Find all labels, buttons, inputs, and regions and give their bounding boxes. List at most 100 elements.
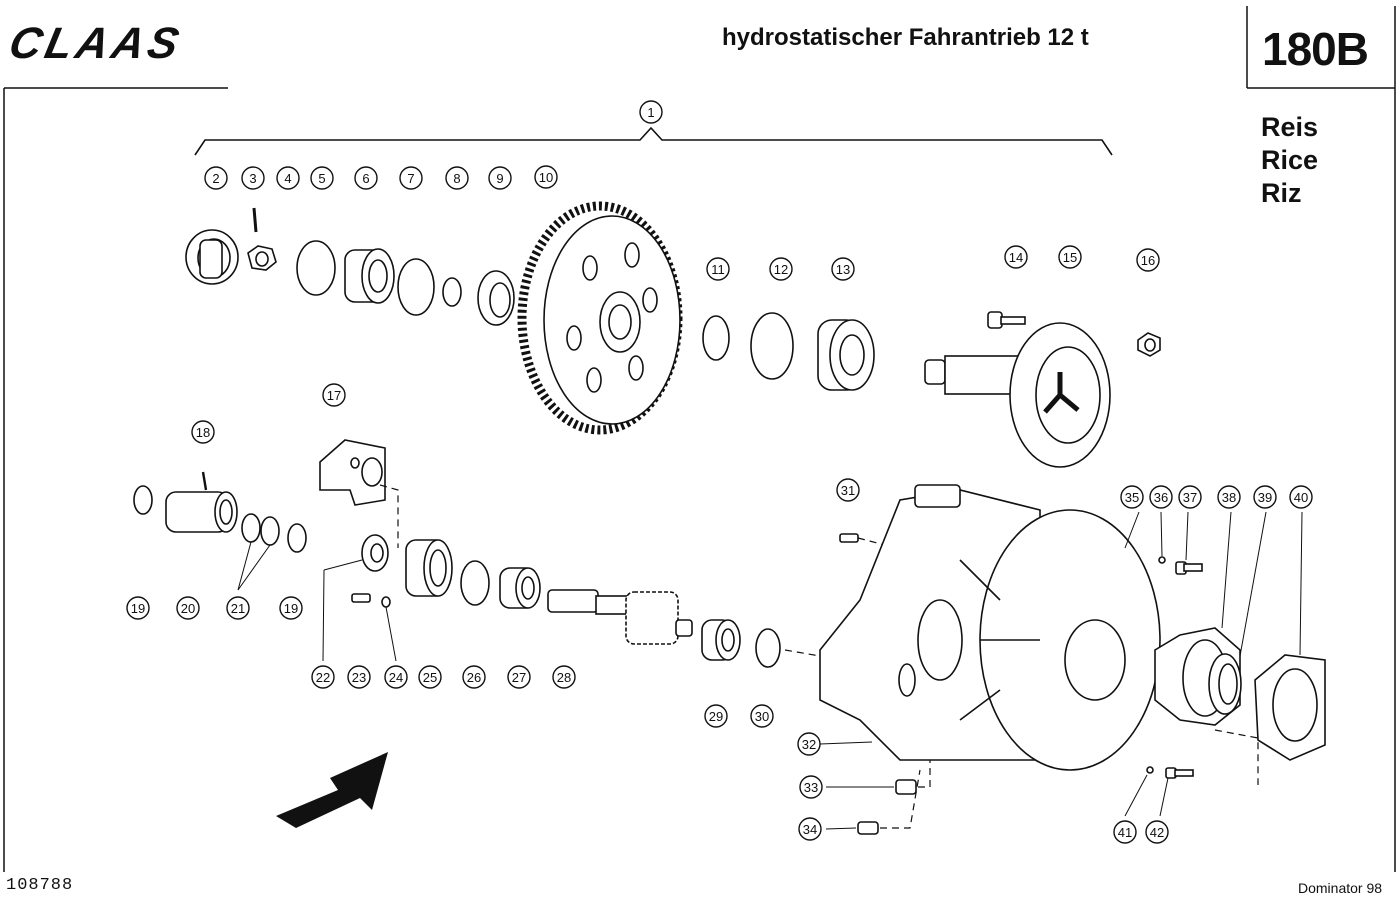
part-17-bracket [319,439,386,506]
callout-circle [1289,485,1313,509]
callout-circle [322,383,346,407]
callout-number: 3 [249,171,256,186]
callout-circle [769,257,793,281]
callout-number: 42 [1150,825,1164,840]
callout-number: 23 [352,670,366,685]
part-32-gearbox-housing [819,484,1161,771]
callout-number: 22 [316,670,330,685]
callout-32: 32 [797,732,821,756]
callout-circle [704,704,728,728]
callout-6: 6 [354,166,378,190]
part-36-washer [1158,556,1166,564]
callout-9: 9 [488,166,512,190]
callout-circle [488,166,512,190]
callout-circle [384,665,408,689]
part-39-seal [1208,653,1242,715]
callout-41: 41 [1113,820,1137,844]
part-6-bearing [344,248,395,304]
callout-circle [750,704,774,728]
machine-model: Dominator 98 [1298,880,1383,896]
part-3-pin [252,207,258,233]
callout-39: 39 [1253,485,1277,509]
callout-number: 35 [1125,490,1139,505]
callout-circle [836,478,860,502]
callout-circle [797,732,821,756]
callout-number: 25 [423,670,437,685]
callout-23: 23 [347,665,371,689]
callout-circle [347,665,371,689]
callout-number: 33 [804,780,818,795]
callout-circle [445,166,469,190]
callout-circle [462,665,486,689]
callout-number: 8 [453,171,460,186]
part-34-plug [857,821,879,835]
callout-20: 20 [176,596,200,620]
callout-circle [204,166,228,190]
callout-4: 4 [276,166,300,190]
callout-30: 30 [750,704,774,728]
callout-35: 35 [1120,485,1144,509]
callout-number: 37 [1183,490,1197,505]
part-19-circlip-left [133,485,153,515]
callout-27: 27 [507,665,531,689]
callout-circle [552,665,576,689]
callout-circle [1145,820,1169,844]
callout-number: 13 [836,262,850,277]
callout-circle [241,166,265,190]
callout-number: 12 [774,262,788,277]
callout-40: 40 [1289,485,1313,509]
callout-number: 39 [1258,490,1272,505]
page-title: hydrostatischer Fahrantrieb 12 t [722,24,1089,51]
callout-number: 15 [1063,250,1077,265]
callout-circle [507,665,531,689]
lower-parts-row [133,439,1326,835]
callout-12: 12 [769,257,793,281]
callout-circle [1178,485,1202,509]
callout-number: 7 [407,171,414,186]
callout-circle [534,165,558,189]
callout-circle [1217,485,1241,509]
callout-31: 31 [836,478,860,502]
callout-1: 1 [639,100,663,124]
callout-5: 5 [310,166,334,190]
callout-37: 37 [1178,485,1202,509]
part-41-washer [1146,766,1154,774]
assembly-brace [194,126,1113,156]
callout-19: 19 [126,596,150,620]
part-8-ring [442,277,462,307]
callout-circle [276,166,300,190]
variant-label-en: Rice [1261,145,1319,175]
part-23-bolt [351,593,371,603]
callout-circle [1058,245,1082,269]
part-29-bearing [701,619,741,661]
callout-circle [279,596,303,620]
callout-16: 16 [1136,248,1160,272]
part-31-bolt [839,533,859,543]
callout-number: 10 [539,170,553,185]
callout-11: 11 [706,257,730,281]
callout-number: 31 [841,483,855,498]
part-42-bolt [1165,767,1194,779]
callout-number: 1 [647,105,654,120]
callout-circle [1149,485,1173,509]
callout-22: 22 [311,665,335,689]
callout-circle [831,257,855,281]
callout-number: 21 [231,601,245,616]
callout-28: 28 [552,665,576,689]
part-22-seal [361,534,389,572]
part-9-seal [477,270,515,326]
leader-lines [237,511,1303,830]
part-11-circlip [702,315,730,361]
callout-circle [191,420,215,444]
callout-circle [1136,248,1160,272]
part-21-washer-b [260,516,280,546]
part-37-bolt [1175,561,1203,575]
callout-circle [1113,820,1137,844]
callout-circle [310,166,334,190]
part-13-bearing [817,319,875,391]
part-12-ring [750,312,794,380]
callout-circle [399,166,423,190]
part-4-nut [247,245,277,271]
callout-number: 9 [496,171,503,186]
